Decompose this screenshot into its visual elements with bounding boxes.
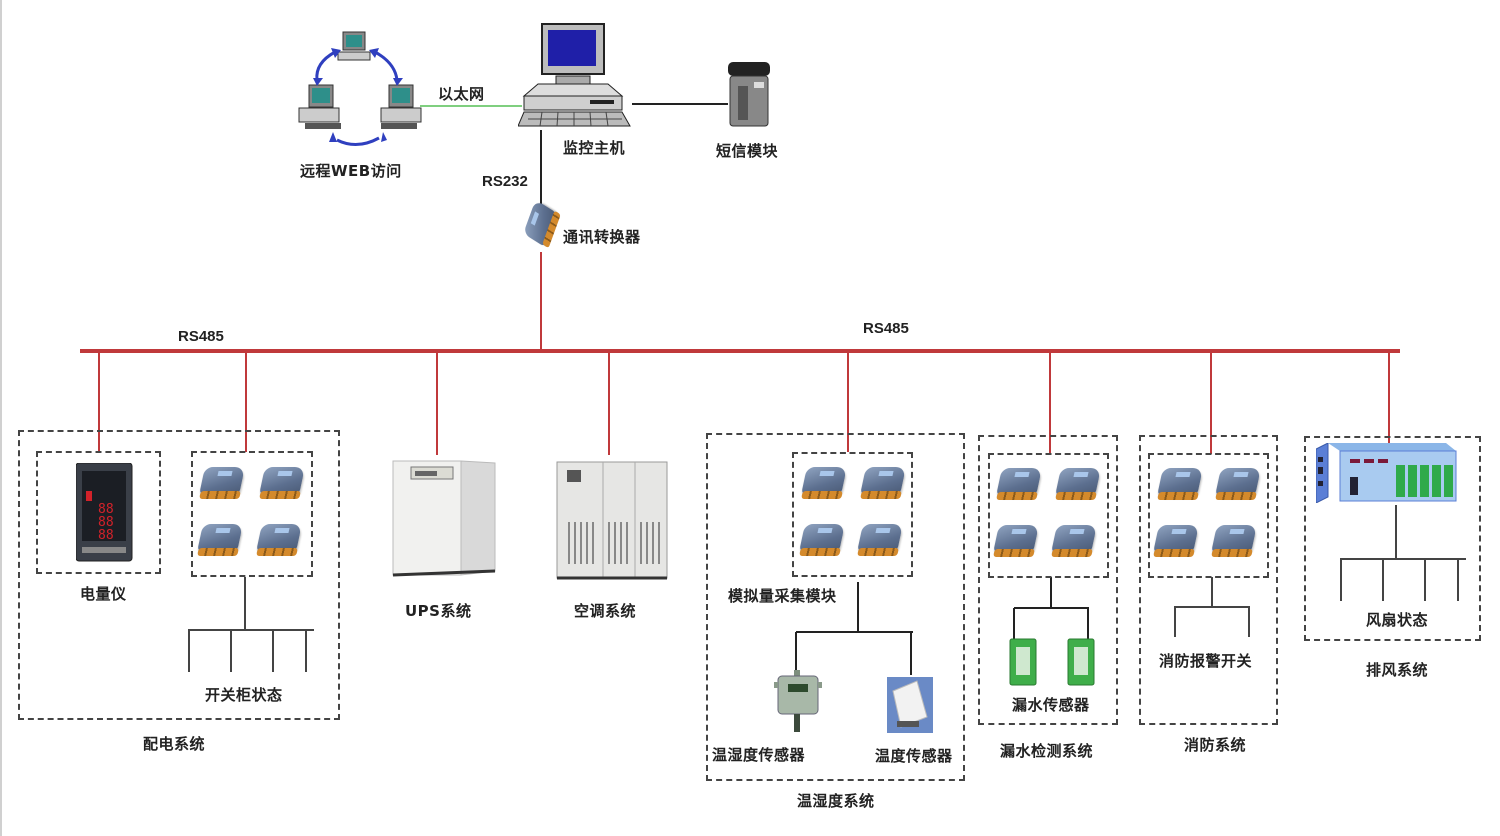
power-meter-icon[interactable]: 88 88 88 (76, 463, 134, 563)
exhaust-system-title: 排风系统 (1366, 661, 1429, 679)
fire-system-box (1139, 435, 1278, 725)
th-system-title: 温湿度系统 (797, 792, 875, 810)
svg-text:88: 88 (98, 515, 114, 530)
sms-module-icon[interactable] (724, 60, 774, 128)
workstation-icon-left (298, 84, 341, 129)
io-module-icon[interactable] (995, 464, 1043, 504)
fire-alarm-switch-label: 消防报警开关 (1159, 652, 1253, 670)
fire-module-box (1148, 453, 1269, 578)
svg-text:88: 88 (98, 528, 114, 543)
io-module-icon[interactable] (1054, 464, 1102, 504)
power-system-title: 配电系统 (143, 735, 206, 753)
fire-system-title: 消防系统 (1184, 736, 1247, 754)
power-system-box (18, 430, 340, 720)
io-module-icon[interactable] (1050, 521, 1098, 561)
power-meter-box (36, 451, 161, 574)
switch-module-box (191, 451, 313, 577)
io-module-icon[interactable] (1210, 521, 1258, 561)
leak-module-box (988, 453, 1109, 578)
leak-system-title: 漏水检测系统 (1000, 742, 1094, 760)
ups-cabinet-icon[interactable] (391, 457, 497, 579)
io-module-icon[interactable] (798, 520, 846, 560)
exhaust-system-box (1304, 436, 1481, 641)
workstation-icon-right (380, 84, 422, 129)
leak-sensor-icon[interactable] (1008, 637, 1040, 687)
leak-sensor-label: 漏水传感器 (1012, 696, 1090, 714)
fire-switch-branches (1174, 577, 1250, 637)
io-module-icon[interactable] (856, 520, 904, 560)
leak-sensor-branches (1013, 577, 1089, 640)
leak-sensor-icon[interactable] (1066, 637, 1098, 687)
io-module-icon[interactable] (992, 521, 1040, 561)
rs232-label: RS232 (482, 173, 528, 190)
io-module-icon[interactable] (859, 463, 907, 503)
th-sensor-branches (795, 582, 913, 675)
plc-controller-icon[interactable] (1316, 443, 1458, 503)
sync-arrows-icon (315, 50, 399, 146)
switch-status-label: 开关柜状态 (205, 686, 283, 704)
fan-status-branches (1340, 505, 1466, 601)
converter-label: 通讯转换器 (563, 228, 641, 246)
th-module-box (792, 452, 913, 577)
ups-system-title: UPS系统 (405, 602, 472, 620)
rs485-label-right: RS485 (863, 320, 909, 337)
remote-web-cluster-icon (298, 31, 422, 146)
ethernet-label: 以太网 (438, 85, 485, 103)
temp-sensor-icon[interactable] (887, 677, 933, 733)
io-module-icon[interactable] (258, 463, 306, 503)
io-module-icon[interactable] (198, 463, 246, 503)
svg-text:88: 88 (98, 502, 114, 517)
analog-module-label: 模拟量采集模块 (728, 587, 837, 605)
fan-status-label: 风扇状态 (1366, 611, 1429, 629)
leak-system-box (978, 435, 1118, 725)
io-module-icon[interactable] (1156, 464, 1204, 504)
io-module-icon[interactable] (800, 463, 848, 503)
ac-system-title: 空调系统 (574, 602, 637, 620)
switch-status-branches (188, 577, 314, 672)
air-conditioner-icon[interactable] (555, 456, 669, 582)
power-meter-label: 电量仪 (80, 585, 127, 603)
sms-module-label: 短信模块 (716, 142, 779, 160)
io-module-icon[interactable] (1152, 521, 1200, 561)
monitoring-host-label: 监控主机 (563, 139, 626, 157)
remote-web-label: 远程WEB访问 (300, 162, 402, 180)
th-sensor-label: 温湿度传感器 (712, 746, 806, 764)
monitoring-host-icon[interactable] (518, 22, 634, 130)
rs485-label-left: RS485 (178, 328, 224, 345)
io-module-icon[interactable] (196, 520, 244, 560)
temp-sensor-label: 温度传感器 (875, 747, 953, 765)
io-module-icon[interactable] (1214, 464, 1262, 504)
th-system-box (706, 433, 965, 781)
io-module-icon[interactable] (255, 520, 303, 560)
th-sensor-icon[interactable] (774, 670, 822, 734)
workstation-icon-top (337, 31, 371, 61)
